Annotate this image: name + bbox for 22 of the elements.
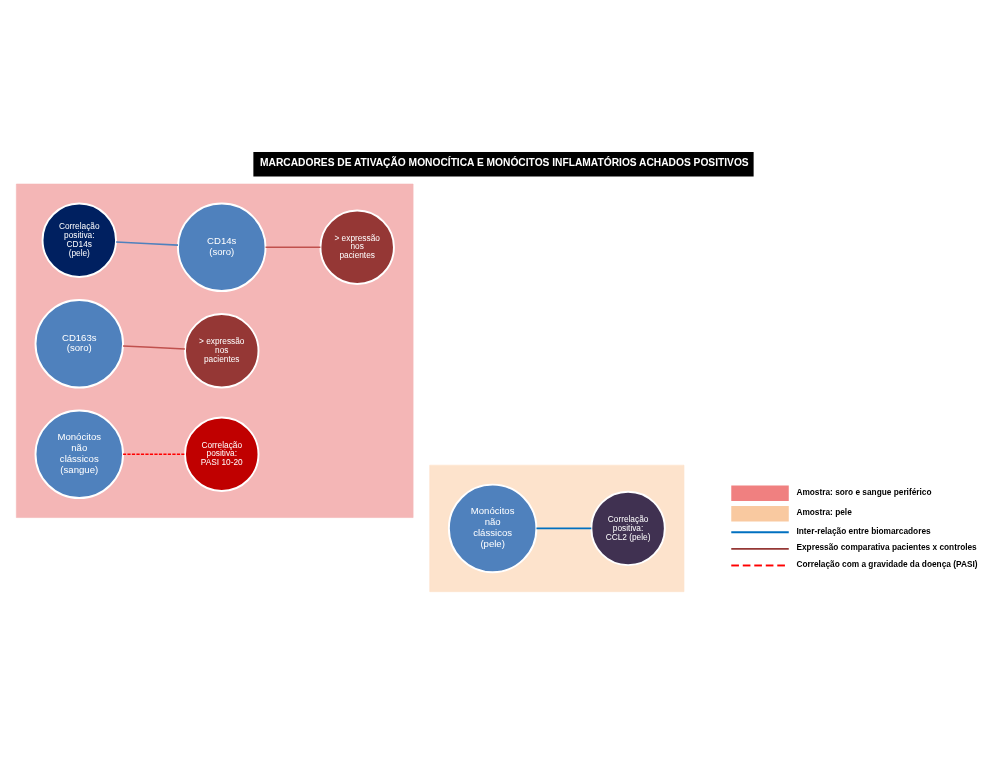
connector — [122, 453, 186, 456]
legend-label: Correlação com a gravidade da doença (PASI) — [796, 559, 978, 570]
cluster — [429, 464, 685, 592]
connector — [535, 527, 593, 530]
diagram-title: MARCADORES DE ATIVAÇÃO MONOCÍTICA E MONÓCITOS INFLAMATÓRIOS ACHADOS POSITIVOS — [260, 157, 749, 169]
node-circle: > expressão nos pacientes — [184, 313, 260, 389]
legend-label: Amostra: soro e sangue periférico — [796, 486, 932, 497]
node-circle: CD14s (soro) — [177, 202, 267, 293]
connector — [122, 345, 186, 350]
connector — [264, 246, 322, 249]
node-circle: Monócitos não clássicos (pele) — [447, 483, 538, 574]
cluster — [16, 183, 414, 518]
legend-label: Expressão comparativa pacientes x controles — [796, 542, 977, 553]
node-circle: Correlação positiva: CD14s (pele) — [41, 202, 117, 278]
node-circle: > expressão nos pacientes — [319, 209, 395, 285]
legend-label: Amostra: pele — [796, 507, 852, 518]
connector — [115, 241, 179, 246]
node-circle: CD163s (soro) — [34, 299, 124, 389]
node-circle: Monócitos não clássicos (sangue) — [34, 409, 124, 500]
node-circle: Correlação positiva: PASI 10-20 — [184, 416, 260, 492]
node-circle: Correlação positiva: CCL2 (pele) — [590, 490, 666, 567]
legend-label: Inter-relação entre biomarcadores — [796, 525, 931, 536]
